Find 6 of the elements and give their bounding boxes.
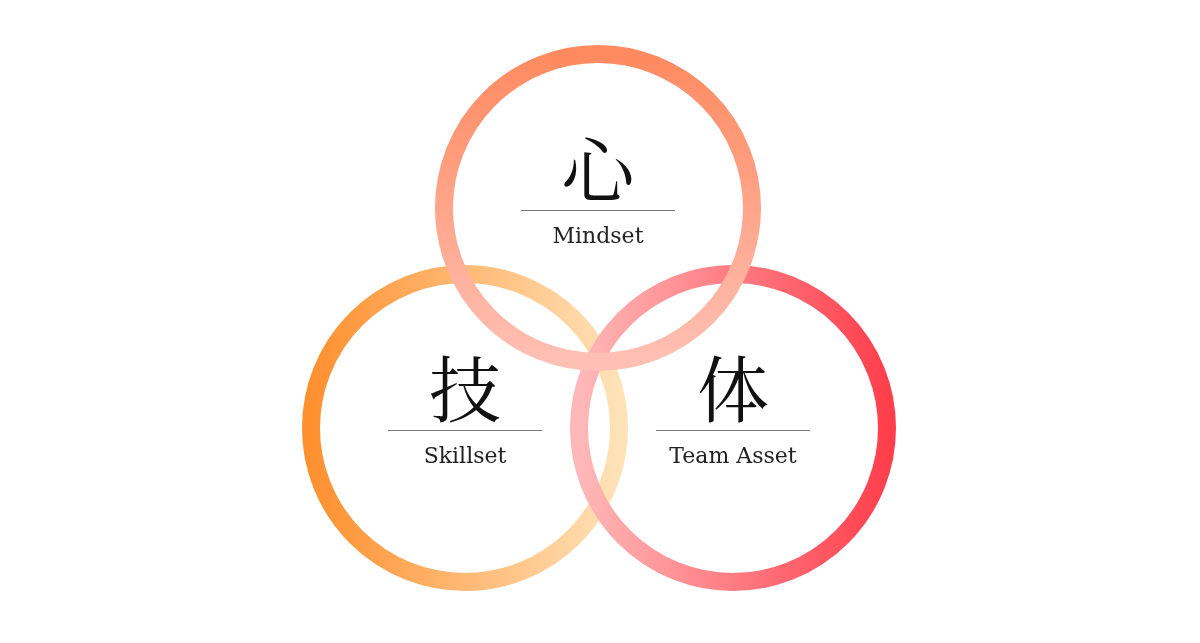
kanji-heading: 技 <box>429 345 501 425</box>
kanji-heading: 心 <box>562 125 634 205</box>
subtitle-label: Skillset <box>423 442 507 470</box>
subtitle-label: Mindset <box>552 222 644 250</box>
kanji-heading: 体 <box>697 345 769 425</box>
subtitle-label: Team Asset <box>669 442 797 470</box>
